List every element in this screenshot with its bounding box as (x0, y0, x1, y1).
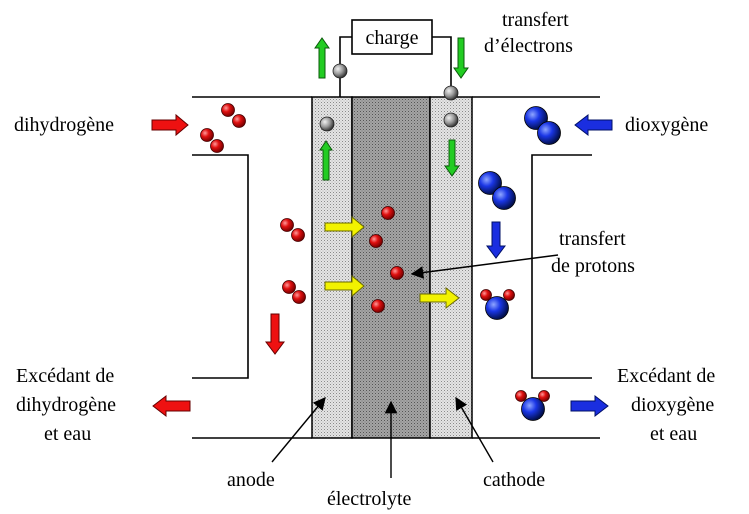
proton-transfer-label: transfert (559, 228, 626, 250)
proton-icon (381, 206, 395, 220)
leader-lines (271, 254, 559, 478)
oxygen-downflow-arrow-icon (486, 221, 506, 259)
excess-h2-label: et eau (44, 423, 91, 445)
charge-box (351, 19, 433, 55)
electron-icon (443, 85, 459, 101)
proton-icon (390, 266, 404, 280)
electron-transfer-label: d’électrons (484, 35, 573, 57)
hydrogen-inflow-arrow-icon (151, 113, 189, 137)
electron-arrow-icon (453, 37, 469, 79)
oxygen-molecule-icon (478, 171, 516, 210)
proton-icon (371, 299, 385, 313)
electron-icon (332, 63, 348, 79)
excess-o2-label: Excédant de (617, 365, 715, 387)
proton-transfer-label: de protons (551, 255, 635, 277)
oxygen-molecule-icon (524, 106, 561, 145)
excess-h2-label: dihydrogène (16, 394, 116, 416)
excess-o2-label: dioxygène (631, 394, 714, 416)
oxygen-outflow-arrow-icon (570, 394, 609, 418)
hydrogen-outflow-arrow-icon (152, 394, 191, 418)
excess-o2-label: et eau (650, 423, 697, 445)
hydrogen-downflow-arrow-icon (265, 313, 285, 355)
hydrogen-molecule-icon (200, 128, 224, 153)
electron-icon (443, 112, 459, 128)
proton-arrow-icon (324, 274, 365, 298)
anode-label: anode (227, 469, 275, 491)
electron-arrow-icon (444, 139, 460, 177)
electron-icon (319, 116, 335, 132)
charge-label: charge (366, 27, 419, 49)
hydrogen-molecule-icon (280, 218, 305, 242)
dihydrogen-inlet-label: dihydrogène (14, 114, 114, 136)
electron-arrow-icon (319, 140, 333, 181)
oxygen-inflow-arrow-icon (574, 113, 613, 137)
water-molecule-icon (515, 390, 550, 421)
cell-housing (192, 96, 600, 439)
cathode-label: cathode (483, 469, 545, 491)
hydrogen-molecule-icon (282, 280, 306, 304)
anode-layer (311, 96, 353, 439)
water-molecule-icon (480, 289, 515, 320)
electron-transfer-label: transfert (502, 9, 569, 31)
electrolyte-label: électrolyte (327, 488, 412, 510)
proton-icon (369, 234, 383, 248)
proton-arrow-icon (419, 286, 460, 310)
proton-arrow-icon (324, 215, 365, 239)
hydrogen-molecule-icon (221, 103, 246, 128)
dioxygen-inlet-label: dioxygène (625, 114, 708, 136)
electron-arrow-icon (314, 37, 330, 79)
excess-h2-label: Excédant de (16, 365, 114, 387)
electrolyte-layer (351, 96, 431, 439)
